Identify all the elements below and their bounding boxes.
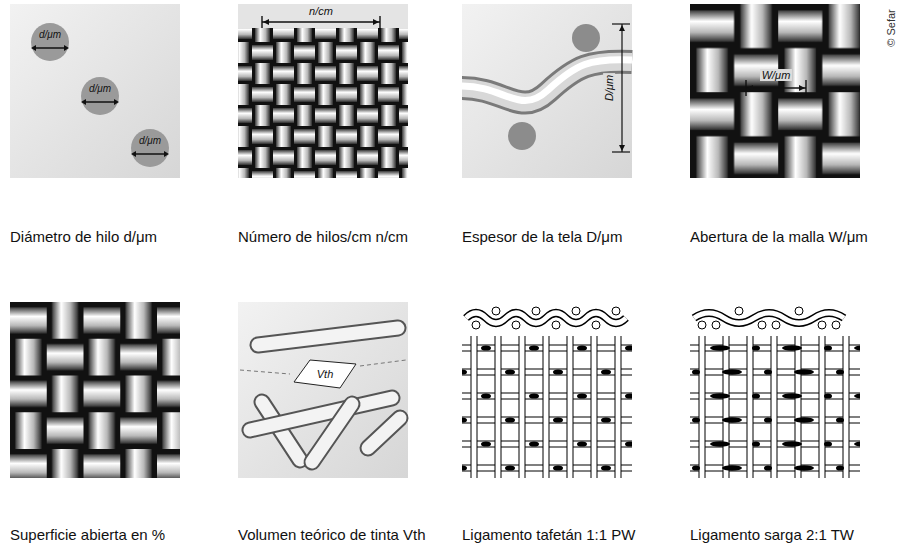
panel-caption: Espesor de la tela D/μm	[462, 228, 622, 246]
panel-caption: Diámetro de hilo d/μm	[10, 228, 157, 246]
dimension-label: D/μm	[603, 73, 615, 103]
panel-caption: Ligamento sarga 2:1 TW	[690, 526, 854, 544]
panel-caption: Volumen teórico de tinta Vth	[238, 526, 426, 544]
figure-panel: Abertura de la malla W/μm	[690, 4, 898, 250]
dimension-label: d/μm	[87, 83, 113, 95]
watermark: © Sefar	[885, 7, 897, 48]
figure-panel: Volumen teórico de tinta Vth	[238, 302, 453, 548]
panel-caption: Superficie abierta en %	[10, 526, 165, 544]
figure-panel: Espesor de la tela D/μm	[462, 4, 677, 250]
figure-panel: Ligamento tafetán 1:1 PW	[462, 302, 677, 548]
figure-panel: Número de hilos/cm n/cm	[238, 4, 453, 250]
panel-caption: Abertura de la malla W/μm	[690, 228, 868, 246]
dimension-label: d/μm	[37, 29, 63, 41]
volume-label: Vth	[315, 368, 336, 380]
panel-caption: Ligamento tafetán 1:1 PW	[462, 526, 635, 544]
panel-caption: Número de hilos/cm n/cm	[238, 228, 408, 246]
dimension-label: W/μm	[760, 69, 793, 81]
figure-panel: Superficie abierta en %	[10, 302, 225, 548]
dimension-label: n/cm	[307, 5, 335, 17]
dimension-label: d/μm	[137, 135, 163, 147]
figure-panel: Ligamento sarga 2:1 TW	[690, 302, 898, 548]
